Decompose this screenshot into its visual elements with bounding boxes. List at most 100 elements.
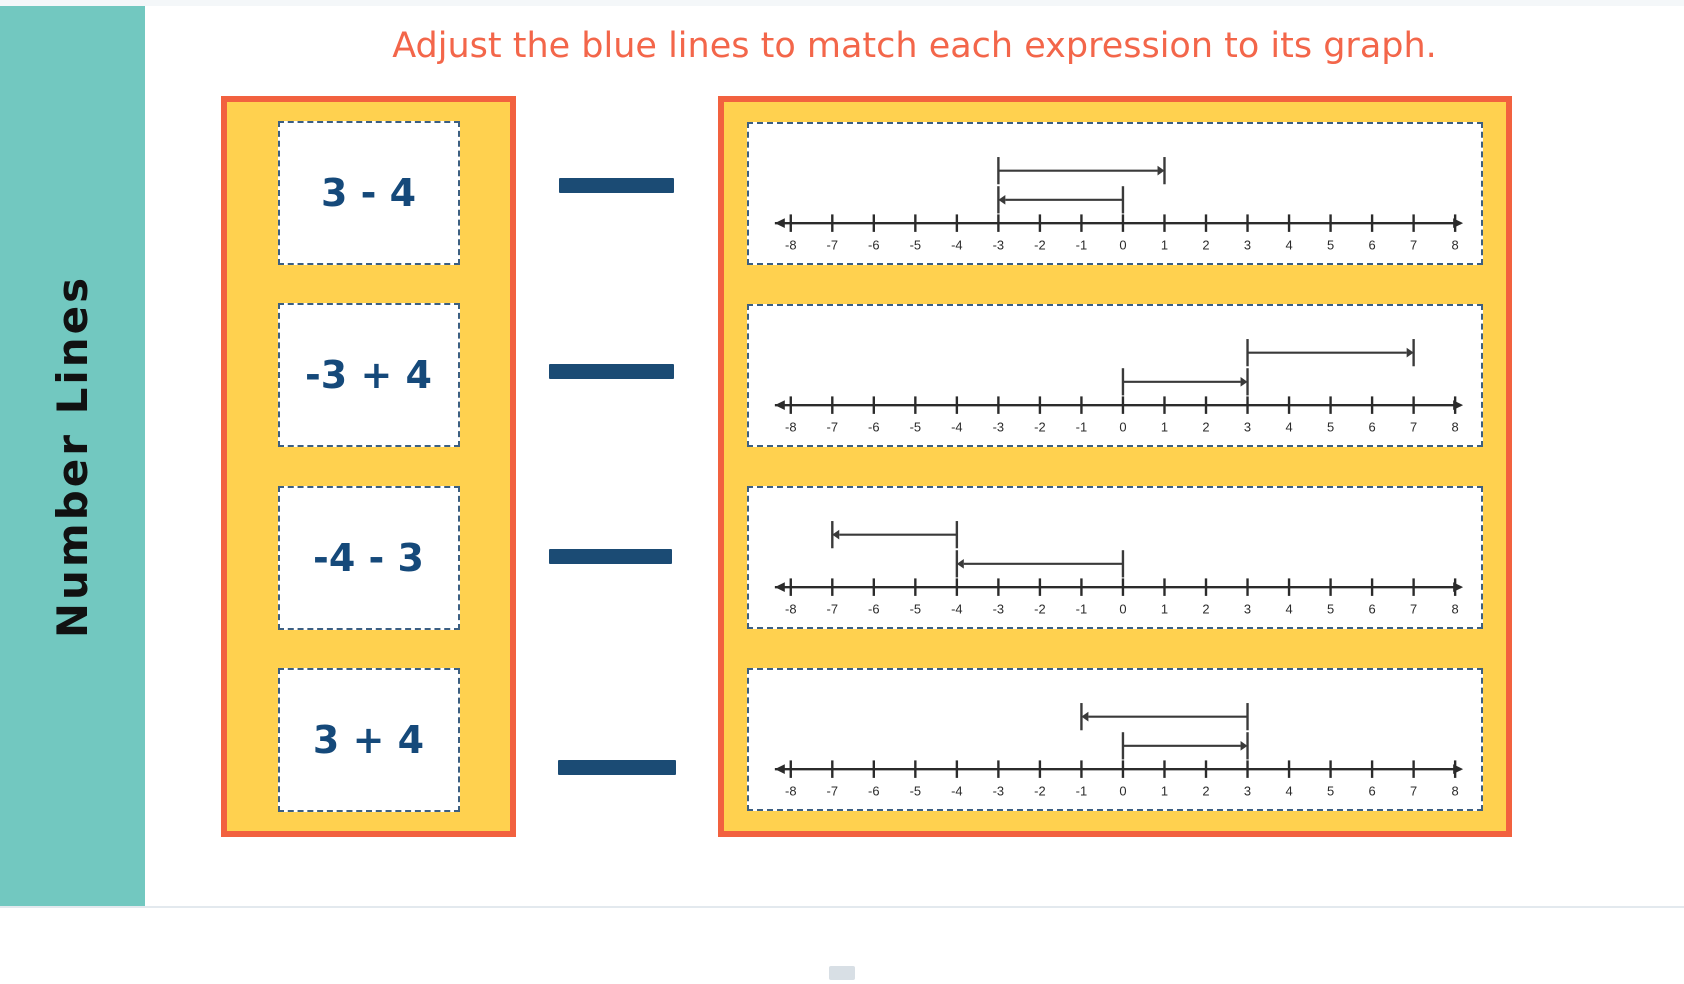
expression-label: -4 - 3 [313, 535, 424, 580]
axis-tick-label: -7 [827, 237, 838, 252]
axis-tick-label: -7 [827, 419, 838, 434]
axis-tick-label: -4 [951, 419, 962, 434]
axis-tick-label: -4 [951, 602, 962, 617]
sidebar: Number Lines [0, 6, 145, 906]
axis-tick-label: 5 [1327, 237, 1334, 252]
jump-arrow-top[interactable] [831, 521, 959, 549]
expression-card-1[interactable]: 3 - 4 [277, 121, 460, 266]
blue-connector-line-1[interactable] [559, 178, 674, 193]
axis-tick-label: -6 [868, 784, 879, 799]
axis-tick-label: 4 [1285, 784, 1292, 799]
axis-tick-label: 8 [1452, 419, 1459, 434]
axis-tick-label: 6 [1369, 602, 1376, 617]
axis-tick-label: -6 [868, 419, 879, 434]
number-line-card-3[interactable]: -8 -7 -6 -5 -4 -3 -2 -1 0 1 2 3 4 5 6 7 8 [747, 486, 1483, 630]
number-line-card-4[interactable]: -8 -7 -6 -5 -4 -3 -2 -1 0 1 2 3 4 5 6 7 8 [747, 668, 1483, 812]
axis-tick-label: -2 [1034, 784, 1045, 799]
expressions-panel: 3 - 4 -3 + 4 -4 - 3 3 + 4 [221, 96, 516, 837]
axis-tick-label: -3 [993, 784, 1004, 799]
jump-arrow-top[interactable] [1246, 338, 1415, 367]
axis-tick-label: 8 [1452, 602, 1459, 617]
jump-arrow-top[interactable] [1080, 703, 1249, 731]
axis-tick-label: -3 [993, 237, 1004, 252]
axis-tick-label: -2 [1034, 237, 1045, 252]
expression-card-4[interactable]: 3 + 4 [277, 667, 460, 812]
number-line-svg: -8 -7 -6 -5 -4 -3 -2 -1 0 1 2 3 4 5 6 7 8 [774, 703, 1464, 799]
blue-connector-line-2[interactable] [549, 364, 674, 379]
axis-tick-label: 8 [1452, 784, 1459, 799]
axis-tick-label: 2 [1202, 784, 1209, 799]
graphs-panel: -8 -7 -6 -5 -4 -3 -2 -1 0 1 2 3 4 5 6 7 8 -8 -7 -6 -5 -4 -3 -2… [718, 96, 1512, 837]
jump-arrow-top[interactable] [997, 156, 1166, 184]
axis-tick-label: 7 [1410, 602, 1417, 617]
jump-arrow-bottom[interactable] [1121, 368, 1249, 396]
axis-tick-label: -7 [827, 602, 838, 617]
axis-tick-label: -4 [951, 784, 962, 799]
expression-label: 3 - 4 [320, 171, 417, 216]
axis-tick-label: 0 [1119, 419, 1126, 434]
axis-tick-label: -6 [868, 237, 879, 252]
axis-tick-label: 4 [1285, 419, 1292, 434]
blue-connector-line-4[interactable] [558, 760, 676, 775]
axis-tick-label: 7 [1410, 784, 1417, 799]
axis-tick-label: -8 [785, 419, 796, 434]
expression-card-3[interactable]: -4 - 3 [277, 485, 460, 630]
axis-tick-label: -5 [910, 602, 921, 617]
axis-tick-label: -5 [910, 784, 921, 799]
axis-tick-label: 8 [1452, 237, 1459, 252]
axis-tick-label: -1 [1076, 602, 1087, 617]
expression-label: 3 + 4 [312, 717, 425, 762]
number-line-svg: -8 -7 -6 -5 -4 -3 -2 -1 0 1 2 3 4 5 6 7 8 [774, 521, 1464, 617]
axis-tick-label: -3 [993, 602, 1004, 617]
axis-tick-label: -2 [1034, 602, 1045, 617]
scroll-indicator [829, 966, 855, 980]
axis-tick-label: 0 [1119, 602, 1126, 617]
jump-arrow-bottom[interactable] [955, 550, 1125, 578]
axis-tick-label: 1 [1161, 237, 1168, 252]
axis-tick-label: -1 [1076, 237, 1087, 252]
axis-tick-label: -6 [868, 602, 879, 617]
axis-tick-label: -5 [910, 419, 921, 434]
axis-tick-label: 6 [1369, 784, 1376, 799]
page-title: Adjust the blue lines to match each expr… [392, 26, 1437, 66]
axis-tick-label: 4 [1285, 602, 1292, 617]
axis-tick-label: 0 [1119, 237, 1126, 252]
axis-tick-label: -2 [1034, 419, 1045, 434]
axis-tick-label: -1 [1076, 419, 1087, 434]
sidebar-title: Number Lines [48, 274, 97, 638]
axis-tick-label: 2 [1202, 602, 1209, 617]
axis-tick-label: 3 [1244, 602, 1251, 617]
axis-tick-label: -8 [785, 784, 796, 799]
axis-tick-label: 5 [1327, 602, 1334, 617]
expression-label: -3 + 4 [305, 353, 432, 398]
axis-tick-label: 5 [1327, 784, 1334, 799]
axis-tick-label: -4 [951, 237, 962, 252]
axis-tick-label: 1 [1161, 419, 1168, 434]
axis-tick-label: 3 [1244, 784, 1251, 799]
axis-tick-label: 2 [1202, 237, 1209, 252]
axis-tick-label: -7 [827, 784, 838, 799]
blue-connector-line-3[interactable] [549, 549, 672, 564]
expression-card-2[interactable]: -3 + 4 [277, 303, 460, 448]
jump-arrow-bottom[interactable] [1121, 732, 1249, 760]
axis-tick-label: 3 [1244, 419, 1251, 434]
jump-arrow-bottom[interactable] [997, 185, 1125, 214]
axis-tick-label: 6 [1369, 419, 1376, 434]
axis-tick-label: 7 [1410, 237, 1417, 252]
axis-tick-label: 0 [1119, 784, 1126, 799]
axis-tick-label: 1 [1161, 602, 1168, 617]
axis-tick-label: -1 [1076, 784, 1087, 799]
axis-tick-label: 6 [1369, 237, 1376, 252]
axis-tick-label: 3 [1244, 237, 1251, 252]
axis-tick-label: -3 [993, 419, 1004, 434]
axis-tick-label: 2 [1202, 419, 1209, 434]
axis-tick-label: 5 [1327, 419, 1334, 434]
axis-tick-label: -5 [910, 237, 921, 252]
axis-tick-label: -8 [785, 602, 796, 617]
axis-tick-label: 1 [1161, 784, 1168, 799]
